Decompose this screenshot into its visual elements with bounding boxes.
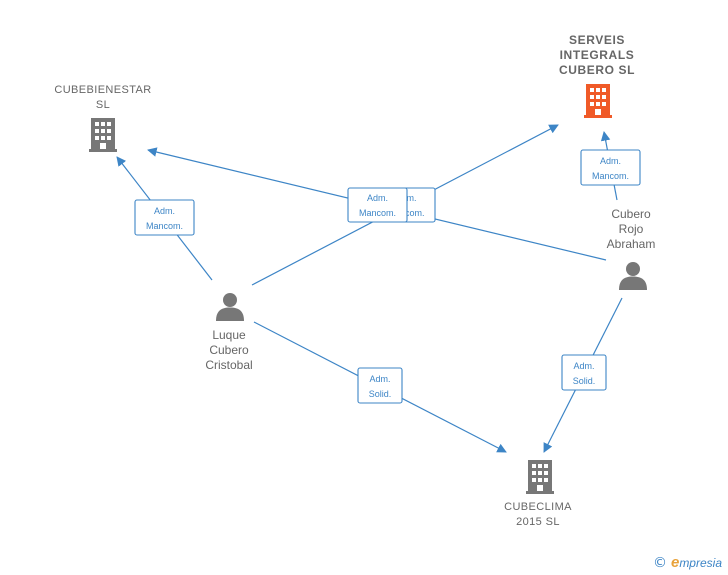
brand-initial: e	[670, 554, 680, 571]
badge-cubero-cubeclima[interactable]: Adm. Solid.	[561, 354, 607, 391]
node-cubebienestar[interactable]: CUBEBIENESTAR SL	[54, 84, 151, 152]
empresia-logo[interactable]: empresia	[671, 554, 722, 571]
badge-line-1: Adm.	[573, 361, 594, 371]
node-label-line: Cubero	[209, 343, 249, 357]
badge-line-1: Adm.	[369, 374, 390, 384]
node-label-line: CUBECLIMA	[504, 501, 572, 513]
node-label-line: CUBEBIENESTAR	[54, 84, 151, 96]
node-label-line: SL	[96, 99, 110, 111]
footer-brand: © empresia	[653, 554, 722, 571]
badge-line-2: Solid.	[369, 389, 392, 399]
node-label-line: Rojo	[619, 222, 644, 236]
building-icon	[526, 460, 554, 494]
badge-line-1: Adm.	[367, 193, 388, 203]
node-cubero-rojo-abraham[interactable]: Cubero Rojo Abraham	[607, 207, 656, 290]
node-label-line: Cubero	[611, 207, 651, 221]
building-icon	[584, 84, 612, 118]
badge-line-2: Solid.	[573, 376, 596, 386]
person-icon	[216, 293, 244, 321]
badge-luque-cubebienestar[interactable]: Adm. Mancom.	[134, 199, 195, 236]
node-luque-cubero-cristobal[interactable]: Luque Cubero Cristobal	[205, 293, 253, 372]
badge-luque-serveis[interactable]: Adm. Mancom.	[347, 187, 408, 223]
copyright-symbol: ©	[652, 554, 667, 571]
badge-luque-cubeclima[interactable]: Adm. Solid.	[357, 367, 403, 404]
node-label-line: INTEGRALS	[560, 48, 635, 62]
badge-line-2: Mancom.	[146, 221, 183, 231]
person-icon	[619, 262, 647, 290]
badge-line-1: Adm.	[154, 206, 175, 216]
node-label-line: 2015 SL	[516, 516, 560, 528]
badge-line-1: Adm.	[600, 156, 621, 166]
badge-line-2: Mancom.	[592, 171, 629, 181]
node-label-line: Luque	[212, 328, 246, 342]
node-label-line: Cristobal	[205, 358, 252, 372]
node-cubeclima[interactable]: CUBECLIMA 2015 SL	[504, 460, 572, 528]
node-serveis-integrals[interactable]: SERVEIS INTEGRALS CUBERO SL	[559, 33, 635, 118]
brand-rest: mpresia	[679, 556, 722, 570]
building-icon	[89, 118, 117, 152]
badge-line-2: Mancom.	[359, 208, 396, 218]
badge-cubero-serveis[interactable]: Adm. Mancom.	[580, 149, 641, 186]
node-label-line: Abraham	[607, 237, 656, 251]
node-label-line: CUBERO SL	[559, 63, 635, 77]
node-label-line: SERVEIS	[569, 33, 625, 47]
